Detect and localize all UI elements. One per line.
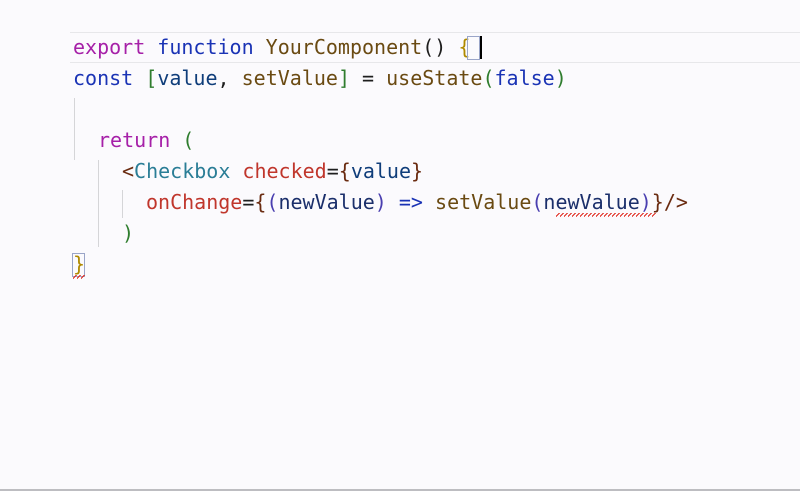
- destructure-close: ]: [337, 66, 350, 90]
- call-arg: newValue: [543, 190, 640, 214]
- bracket-match-highlight: [467, 36, 480, 60]
- keyword-function: function: [157, 35, 254, 59]
- jsx-expr-close: }: [651, 190, 664, 214]
- error-squiggle: [73, 275, 85, 279]
- jsx-attr-onchange: onChange: [146, 190, 243, 214]
- call-close-paren: ): [639, 190, 652, 214]
- comma: ,: [217, 66, 230, 90]
- keyword-export: export: [73, 35, 146, 59]
- jsx-attr-checked: checked: [242, 159, 327, 183]
- code-line-7[interactable]: ): [122, 218, 134, 249]
- indent-guide: [98, 160, 99, 247]
- call-open-paren: (: [531, 190, 544, 214]
- code-line-1[interactable]: export function YourComponent() {: [73, 32, 470, 63]
- keyword-return: return: [98, 128, 171, 152]
- arrow-param: newValue: [278, 190, 375, 214]
- param-close-paren: ): [374, 190, 387, 214]
- setter-call: setValue: [435, 190, 532, 214]
- jsx-attr-eq: =: [326, 159, 339, 183]
- hook-close-paren: ): [554, 66, 567, 90]
- code-line-4[interactable]: return (: [98, 125, 194, 156]
- function-parens: (): [422, 35, 447, 59]
- jsx-self-close: />: [663, 190, 688, 214]
- current-line-highlight: [70, 32, 800, 63]
- keyword-const: const: [73, 66, 134, 90]
- boolean-literal: false: [494, 66, 555, 90]
- function-name: YourComponent: [265, 35, 423, 59]
- destructure-open: [: [145, 66, 158, 90]
- state-variable: value: [157, 66, 218, 90]
- text-cursor: [480, 36, 482, 59]
- indent-guide: [122, 190, 123, 218]
- jsx-expr-close: }: [411, 159, 424, 183]
- code-line-8[interactable]: }: [73, 249, 85, 280]
- return-open-paren: (: [182, 128, 195, 152]
- jsx-attr-eq: =: [242, 190, 255, 214]
- jsx-expr-open: {: [254, 190, 267, 214]
- arrow-operator: =>: [398, 190, 423, 214]
- hook-call: useState: [386, 66, 483, 90]
- hook-open-paren: (: [482, 66, 495, 90]
- function-close-brace: }: [73, 252, 86, 276]
- indent-guide: [74, 98, 75, 160]
- code-line-6[interactable]: onChange={(newValue) => setValue(newValu…: [146, 187, 688, 218]
- code-line-2[interactable]: const [value, setValue] = useState(false…: [73, 63, 567, 94]
- return-close-paren: ): [122, 221, 135, 245]
- state-setter: setValue: [241, 66, 338, 90]
- code-line-5[interactable]: <Checkbox checked={value}: [122, 156, 423, 187]
- param-open-paren: (: [266, 190, 279, 214]
- jsx-expr-open: {: [338, 159, 351, 183]
- jsx-expr-value: value: [350, 159, 412, 183]
- error-squiggle: [556, 213, 656, 217]
- jsx-component-name: Checkbox: [134, 159, 231, 183]
- assignment: =: [362, 66, 375, 90]
- jsx-open-angle: <: [122, 159, 135, 183]
- bracket-match-highlight: [72, 253, 85, 277]
- editor-bottom-border: [0, 489, 800, 491]
